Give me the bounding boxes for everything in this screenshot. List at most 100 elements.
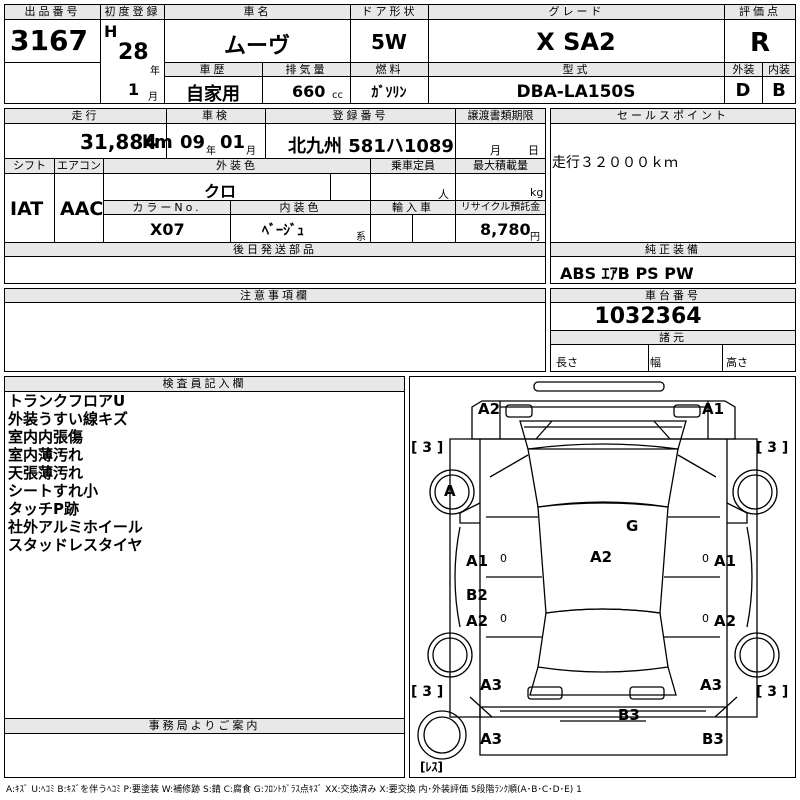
- sales-point-block: [550, 108, 796, 284]
- equip-label: 純正装備: [550, 242, 796, 257]
- first-reg-month: 1: [128, 80, 140, 99]
- score: R: [749, 28, 771, 58]
- remark-7: タッチP跡: [8, 500, 79, 518]
- mark-a2-left-rear: A2: [466, 612, 489, 630]
- lot-label: 出品番号: [4, 4, 101, 20]
- tire-rear-left: [ 3 ]: [411, 684, 444, 700]
- sales-label: セールスポイント: [550, 108, 796, 124]
- lot-number: 3167: [10, 24, 88, 57]
- mark-a3-left-quarter: A3: [480, 676, 503, 694]
- exterior-label: 外装: [724, 62, 763, 77]
- recycle-fee: 8,780: [480, 220, 531, 239]
- sales-point-text: 走行３２０００ｋｍ: [552, 155, 678, 171]
- cc-unit: cc: [332, 90, 343, 101]
- plate-label: 登録番号: [265, 108, 456, 124]
- capacity-label: 乗車定員: [370, 158, 456, 174]
- mark-b3-rear-bumper-right: B3: [702, 730, 724, 748]
- mark-a1-front-right: A1: [702, 400, 725, 418]
- door-type: 5W: [371, 30, 407, 54]
- mark-zero-4: 0: [702, 612, 709, 625]
- legend: A:ｷｽﾞ U:ﾍｺﾐ B:ｷｽﾞを伴うﾍｺﾐ P:要塗装 W:補修跡 S:錆 …: [6, 785, 582, 795]
- mark-a2-front-left: A2: [478, 400, 501, 418]
- color-no-label: カラーNo.: [103, 200, 231, 215]
- insp-year-unit: 年: [206, 146, 216, 157]
- height-label: 高さ: [726, 356, 748, 369]
- remark-3: 室内内張傷: [8, 428, 84, 446]
- month-unit: 月: [148, 92, 158, 103]
- mark-b2-left-rear: B2: [466, 586, 488, 604]
- history: 自家用: [186, 84, 240, 105]
- transfer-label: 譲渡書類期限: [455, 108, 546, 124]
- shift-label: シフト: [4, 158, 55, 174]
- inspection-year: 09: [180, 132, 206, 153]
- mark-zero-2: 0: [702, 552, 709, 565]
- fuel-label: 燃料: [350, 62, 429, 77]
- shift: IAT: [10, 198, 44, 220]
- ext-color: クロ: [204, 182, 237, 201]
- int-color-label: 内装色: [230, 200, 371, 215]
- transfer-month: 月: [490, 144, 501, 157]
- mileage-label: 走行: [4, 108, 167, 124]
- transfer-day: 日: [528, 144, 539, 157]
- exterior-grade: D: [735, 80, 751, 101]
- tire-front-right: [ 3 ]: [756, 440, 789, 456]
- recycle-unit: 円: [530, 232, 540, 243]
- color-no: X07: [150, 220, 185, 239]
- model-code: DBA-LA150S: [516, 82, 636, 102]
- mark-a2-right-rear: A2: [714, 612, 737, 630]
- inspection-month: 01: [220, 132, 246, 153]
- interior-grade: B: [772, 80, 786, 101]
- recycle-label: リサイクル預託金: [455, 200, 546, 215]
- later-parts-label: 後日発送部品: [4, 242, 546, 257]
- displacement-label: 排気量: [262, 62, 351, 77]
- plate-number: 北九州 581ハ1089: [288, 136, 454, 157]
- fuel: ｶﾞｿﾘﾝ: [371, 85, 407, 101]
- era: H: [104, 22, 118, 41]
- damage-diagram: [409, 376, 796, 778]
- chassis-number: 1032364: [594, 304, 702, 329]
- maxload-label: 最大積載量: [455, 158, 546, 174]
- mark-a1-right-door: A1: [714, 552, 737, 570]
- displacement: 660: [292, 82, 326, 101]
- grade: X SA2: [536, 28, 616, 56]
- remark-8: 社外アルミホイール: [8, 518, 143, 536]
- chassis-label: 車台番号: [550, 288, 796, 303]
- first-reg-year: 28: [118, 40, 149, 65]
- model-label: 型式: [428, 62, 725, 77]
- car-name: ムーヴ: [223, 34, 290, 59]
- mileage: 31,884: [80, 130, 158, 154]
- remark-9: スタッドレスタイヤ: [8, 536, 143, 554]
- remark-5: 天張薄汚れ: [8, 464, 84, 482]
- ac-label: エアコン: [54, 158, 104, 174]
- spec-label: 諸元: [550, 330, 796, 345]
- inspection-label: 車検: [166, 108, 266, 124]
- width-label: 幅: [650, 356, 661, 369]
- mark-g-windshield: G: [626, 517, 639, 535]
- office-label: 事務局よりご案内: [4, 718, 405, 734]
- mark-a-tire-front-left: A: [444, 482, 456, 500]
- remark-2: 外装うすい線キズ: [8, 410, 129, 428]
- tire-spare: [ﾚｽ]: [420, 760, 443, 774]
- mark-zero-1: 0: [500, 552, 507, 565]
- length-label: 長さ: [556, 356, 578, 369]
- mark-zero-3: 0: [500, 612, 507, 625]
- maxload-unit: kg: [530, 186, 544, 199]
- capacity-unit: 人: [438, 188, 449, 201]
- tire-rear-right: [ 3 ]: [756, 684, 789, 700]
- tire-front-left: [ 3 ]: [411, 440, 444, 456]
- int-color: ﾍﾞｰｼﾞｭ: [262, 223, 304, 239]
- interior-label: 内装: [762, 62, 796, 77]
- history-label: 車歴: [164, 62, 263, 77]
- first-reg-label: 初度登録: [100, 4, 165, 20]
- car-name-label: 車名: [164, 4, 351, 20]
- ext-color-label: 外装色: [103, 158, 371, 174]
- remark-4: 室内薄汚れ: [8, 446, 84, 464]
- score-label: 評価点: [724, 4, 796, 20]
- km-unit: km: [142, 132, 173, 153]
- remark-1: トランクフロアU: [8, 392, 126, 410]
- remark-6: シートすれ小: [8, 482, 99, 500]
- equipment: ABS ｴｱB PS PW: [560, 264, 694, 283]
- mark-a2-roof: A2: [590, 548, 613, 566]
- mark-b3-rear-gate: B3: [618, 706, 640, 724]
- insp-month-unit: 月: [246, 146, 256, 157]
